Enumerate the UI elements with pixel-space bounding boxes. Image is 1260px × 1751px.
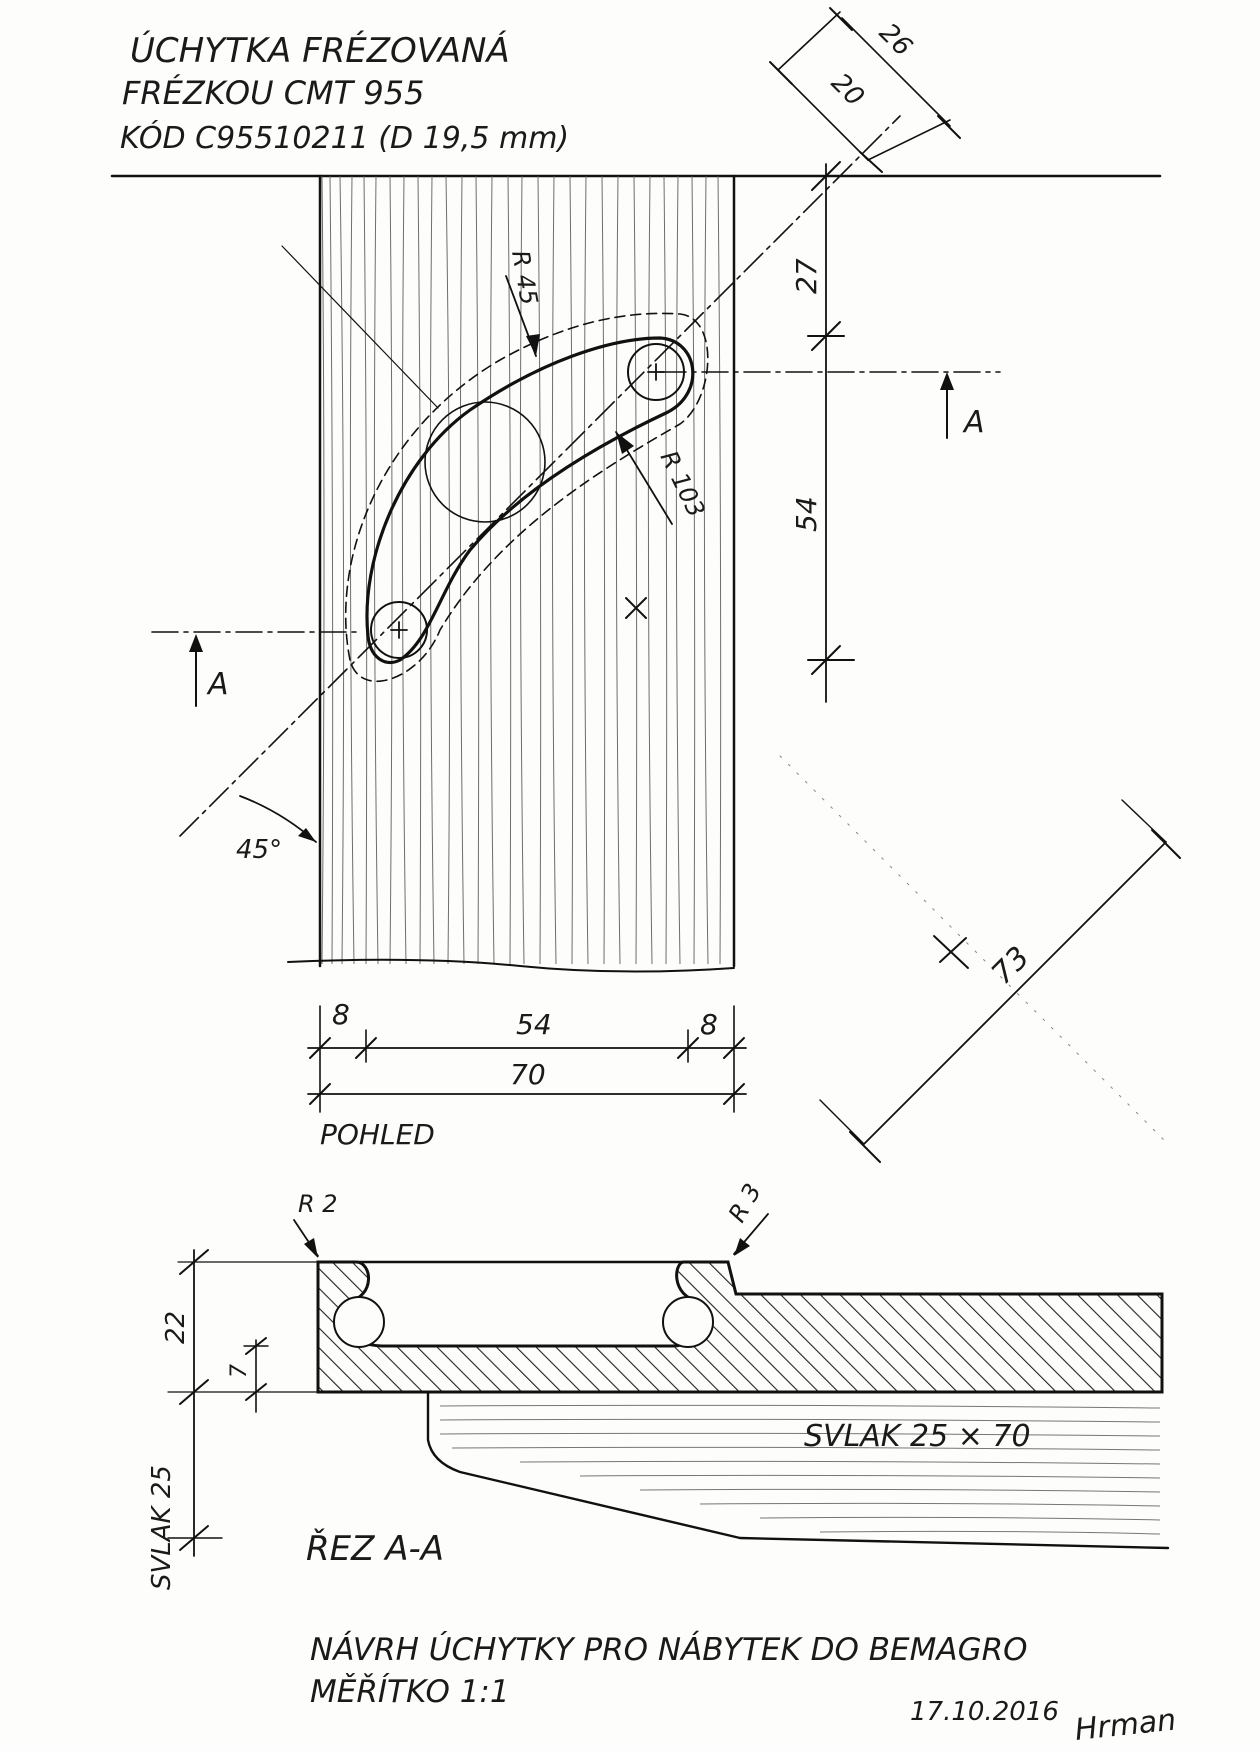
section-mark-left: A (206, 667, 229, 702)
r45-arrow (526, 334, 540, 356)
center-mark-left (390, 621, 408, 639)
svlak-batten (426, 1390, 1170, 1550)
r45-label: R 45 (506, 248, 543, 307)
dimension-54-horizontal: 54 (516, 1008, 552, 1041)
vertical-dimension-ticks (807, 161, 855, 675)
dimension-54-vertical: 54 (790, 496, 823, 532)
footer-date: 17.10.2016 (910, 1697, 1059, 1727)
section-arrow-left-head (189, 634, 203, 652)
dimension-20: 20 (825, 68, 870, 113)
angle-arrow (298, 828, 316, 842)
dimension-27: 27 (790, 258, 823, 294)
title-line-2: FRÉZKOU CMT 955 (122, 74, 424, 112)
construction-line (281, 245, 439, 409)
dimension-73: 73 (985, 940, 1037, 992)
r2-label: R 2 (298, 1190, 338, 1218)
footer-line-2: MĚŘÍTKO 1:1 (310, 1674, 510, 1710)
view-label: POHLED (320, 1118, 435, 1151)
footer-line-1: NÁVRH ÚCHYTKY PRO NÁBYTEK DO BEMAGRO (310, 1631, 1028, 1668)
dimension-22: 22 (161, 1311, 191, 1344)
title-line-3: KÓD C95510211 (D 19,5 mm) (120, 119, 569, 156)
signature: Hrman (1073, 1703, 1178, 1748)
r3-label: R 3 (723, 1179, 767, 1227)
title-block: ÚCHYTKA FRÉZOVANÁ FRÉZKOU CMT 955 KÓD C9… (120, 30, 569, 156)
dimension-70: 70 (510, 1058, 546, 1091)
dimension-svlak-25: SVLAK 25 (147, 1465, 177, 1590)
horizontal-dimensions (307, 1005, 747, 1113)
section-arrow-right-head (940, 372, 954, 390)
milling-axis (179, 115, 901, 837)
r2-arrow (304, 1238, 318, 1258)
groove-circle-left (333, 1296, 385, 1348)
r3-arrow (734, 1238, 750, 1256)
section-label: ŘEZ A-A (306, 1528, 444, 1569)
groove-end-circle-left (370, 601, 428, 659)
section-mark-right: A (962, 405, 985, 440)
dimension-8-right: 8 (700, 1008, 718, 1041)
groove-outline (365, 336, 695, 665)
footer-block: NÁVRH ÚCHYTKY PRO NÁBYTEK DO BEMAGRO MĚŘ… (310, 1631, 1178, 1748)
dimension-7: 7 (227, 1364, 252, 1378)
section-view: R 2 R 3 SVLAK 25 × 70 (147, 1179, 1170, 1590)
x-mark (625, 597, 647, 619)
board-break-line (287, 958, 735, 973)
dimension-26-20 (769, 7, 961, 173)
dimension-73-group (779, 755, 1181, 1163)
dimension-8-left: 8 (332, 998, 350, 1031)
groove-circle-right (662, 1296, 714, 1348)
svlak-label: SVLAK 25 × 70 (804, 1419, 1031, 1454)
r103-arrow (616, 432, 634, 454)
angle-label: 45° (236, 835, 282, 865)
cutter-envelope (344, 312, 709, 683)
title-line-1: ÚCHYTKA FRÉZOVANÁ (130, 30, 510, 71)
section-vertical-dimensions (167, 1249, 1163, 1557)
handle-section-body (316, 1260, 1164, 1394)
cutter-circle (424, 401, 546, 523)
